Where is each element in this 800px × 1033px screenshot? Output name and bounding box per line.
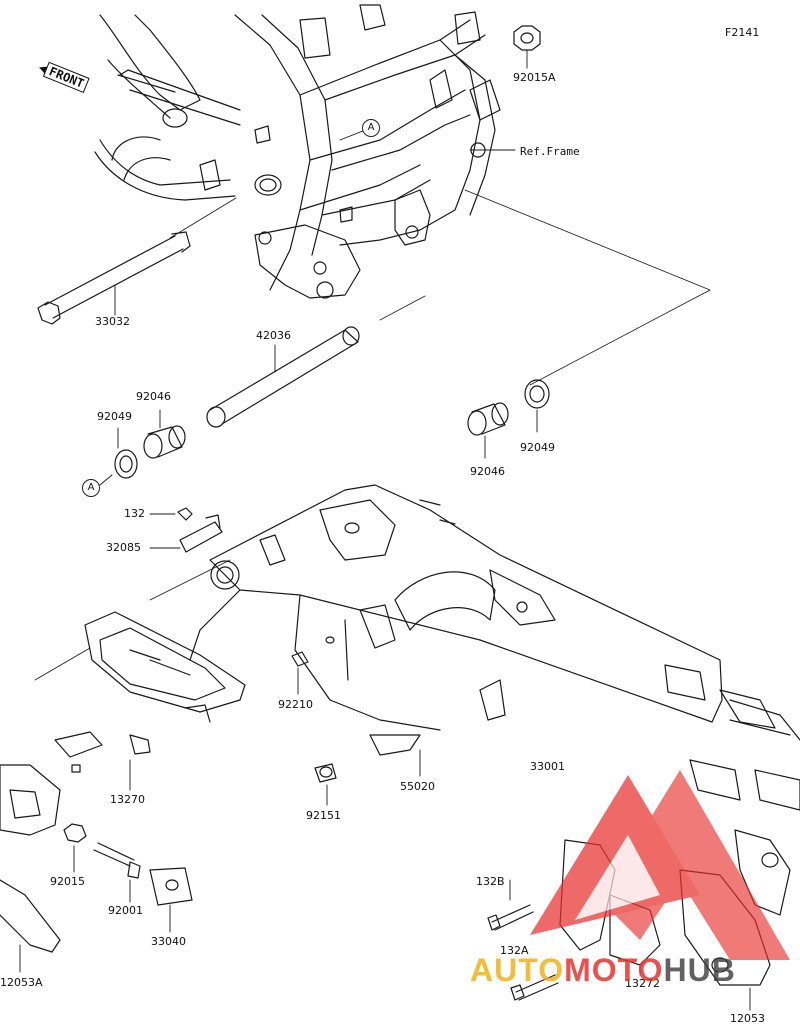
part-132: 132 bbox=[124, 507, 145, 520]
part-55020: 55020 bbox=[400, 780, 435, 793]
part-92046-right: 92046 bbox=[470, 465, 505, 478]
part-92049-right: 92049 bbox=[520, 441, 555, 454]
swingarm-main bbox=[189, 484, 776, 731]
part-33032: 33032 bbox=[95, 315, 130, 328]
bearing-92046-left bbox=[143, 425, 186, 459]
ref-frame-label: Ref.Frame bbox=[520, 145, 580, 158]
watermark-moto: MOTO bbox=[564, 952, 664, 988]
part-32085: 32085 bbox=[106, 541, 141, 554]
part-13270: 13270 bbox=[110, 793, 145, 806]
leader-lines bbox=[19, 49, 751, 1011]
bolt-132B bbox=[487, 904, 534, 931]
figure-code: F2141 bbox=[725, 26, 760, 39]
watermark-hub: HUB bbox=[663, 952, 736, 988]
guard-55020 bbox=[369, 734, 421, 756]
part-92151: 92151 bbox=[306, 809, 341, 822]
bearing-92046-right bbox=[467, 402, 509, 436]
part-92001: 92001 bbox=[108, 904, 143, 917]
part-132B: 132B bbox=[476, 875, 505, 888]
bolt-132-and-guard-32085 bbox=[177, 507, 223, 553]
part-13272: 13272 bbox=[625, 977, 660, 990]
part-12053: 12053 bbox=[730, 1012, 765, 1025]
part-12053A: 12053A bbox=[0, 976, 43, 989]
seal-92049-left bbox=[114, 449, 138, 479]
pivot-shaft-33032 bbox=[37, 231, 191, 325]
bolt-132A bbox=[510, 974, 559, 1001]
watermark-logo-icon bbox=[530, 770, 790, 960]
watermark-text: AUTOMOTOHUB bbox=[470, 953, 736, 987]
part-92015A: 92015A bbox=[513, 71, 556, 84]
watermark-auto: AUTO bbox=[470, 952, 565, 988]
plate-33040 bbox=[149, 867, 193, 906]
part-92210: 92210 bbox=[278, 698, 313, 711]
bolt-92001 bbox=[93, 842, 141, 879]
chain-slider-left bbox=[84, 611, 246, 723]
part-92015: 92015 bbox=[50, 875, 85, 888]
collar-92151 bbox=[314, 763, 337, 783]
collar-92210 bbox=[291, 636, 335, 667]
part-92046-left: 92046 bbox=[136, 390, 171, 403]
nut-92015 bbox=[63, 823, 87, 843]
sleeve-42036 bbox=[206, 326, 360, 428]
part-33040: 33040 bbox=[151, 935, 186, 948]
part-132A: 132A bbox=[500, 944, 529, 957]
cover-13270 bbox=[54, 731, 151, 773]
frame-drawing bbox=[94, 4, 541, 299]
ref-marker-bottom: A bbox=[82, 479, 100, 497]
part-33001: 33001 bbox=[530, 760, 565, 773]
chain-slider-12053A bbox=[0, 764, 61, 953]
part-92049-left: 92049 bbox=[97, 410, 132, 423]
ref-marker-top: A bbox=[362, 119, 380, 137]
seal-92049-right bbox=[524, 379, 550, 409]
part-42036: 42036 bbox=[256, 329, 291, 342]
